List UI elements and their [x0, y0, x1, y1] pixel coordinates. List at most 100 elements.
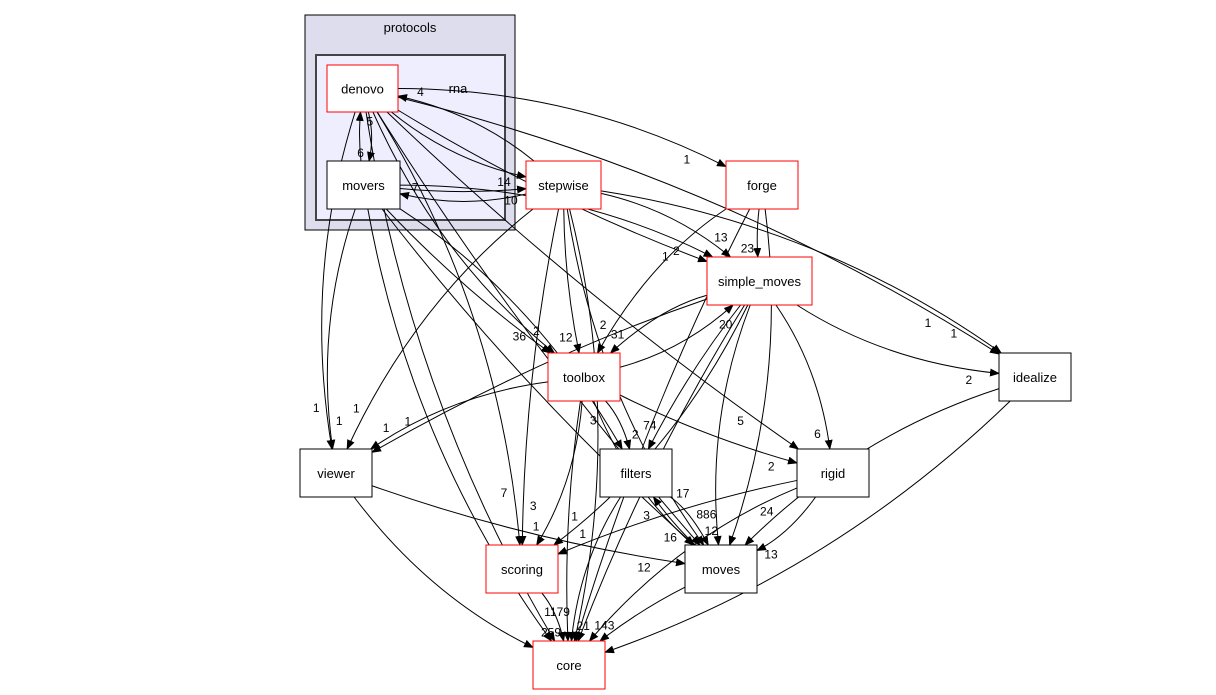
edge-rigid-to-scoring[interactable] — [557, 479, 798, 555]
node-forge[interactable]: forge — [725, 160, 799, 210]
node-box[interactable] — [684, 544, 758, 594]
edge-count-label[interactable]: 1 — [571, 509, 578, 523]
edge-count-label[interactable]: 31 — [611, 327, 625, 341]
edge-simple_moves-to-viewer[interactable] — [371, 298, 708, 453]
node-label[interactable]: core — [556, 658, 581, 673]
edge-simple_moves-to-filters[interactable] — [647, 304, 741, 450]
edge-stepwise-to-idealize[interactable] — [600, 190, 1003, 354]
edge-count-label[interactable]: 3 — [643, 508, 650, 522]
edge-denovo-to-movers[interactable] — [367, 111, 375, 162]
node-rigid[interactable]: rigid — [796, 448, 870, 498]
node-label[interactable]: scoring — [501, 562, 543, 577]
edge-count-label[interactable]: 21 — [577, 619, 591, 633]
edge-stepwise-to-simple_moves[interactable] — [600, 192, 732, 258]
edge-denovo-to-viewer[interactable] — [321, 111, 356, 450]
edge-count-label[interactable]: 6 — [357, 146, 364, 160]
edge-count-label[interactable]: 7 — [412, 180, 419, 194]
edge-toolbox-to-simple_moves[interactable] — [619, 304, 734, 368]
edge-count-label[interactable]: 13 — [764, 547, 778, 561]
node-label[interactable]: movers — [342, 178, 385, 193]
edge-count-label[interactable]: 5 — [367, 114, 374, 128]
node-core[interactable]: core — [532, 640, 606, 690]
edge-count-label[interactable]: 13 — [714, 231, 728, 245]
node-toolbox[interactable]: toolbox — [547, 352, 621, 402]
edge-count-label[interactable]: 1 — [579, 527, 586, 541]
edge-count-label[interactable]: 23 — [741, 242, 755, 256]
edge-count-label[interactable]: 6 — [814, 427, 821, 441]
edge-simple_moves-to-rigid[interactable] — [775, 304, 833, 450]
edge-count-label[interactable]: 1 — [950, 326, 957, 340]
node-label[interactable]: stepwise — [538, 178, 589, 193]
edge-forge-to-moves[interactable] — [728, 208, 772, 546]
edge-movers-to-viewer[interactable] — [326, 208, 356, 450]
edge-count-label[interactable]: 3 — [530, 499, 537, 513]
edge-forge-to-toolbox[interactable] — [596, 208, 727, 354]
node-box[interactable] — [796, 448, 870, 498]
edge-count-label[interactable]: 5 — [737, 414, 744, 428]
edge-count-label[interactable]: 12 — [637, 561, 651, 575]
edge-count-label[interactable]: 2 — [632, 427, 639, 441]
edge-idealize-to-core[interactable] — [604, 400, 1011, 654]
edge-movers-to-stepwise[interactable] — [399, 185, 527, 194]
edge-moves-to-filters[interactable] — [652, 496, 696, 546]
edge-count-label[interactable]: 16 — [664, 531, 678, 545]
edge-count-label[interactable]: 1 — [662, 250, 669, 264]
edge-denovo-to-scoring[interactable] — [376, 111, 524, 546]
edge-denovo-to-forge[interactable] — [397, 88, 727, 168]
edge-filters-to-core[interactable] — [568, 496, 621, 642]
edge-toolbox-to-rigid[interactable] — [619, 394, 798, 465]
node-label[interactable]: rigid — [821, 466, 846, 481]
edge-count-label[interactable]: 1 — [533, 520, 540, 534]
edge-denovo-to-idealize[interactable] — [397, 96, 1000, 355]
edge-toolbox-to-viewer[interactable] — [369, 381, 549, 450]
edge-count-label[interactable]: 12 — [705, 524, 719, 538]
node-label[interactable]: denovo — [341, 82, 384, 97]
node-label[interactable]: filters — [620, 466, 652, 481]
edge-idealize-to-moves[interactable] — [744, 388, 1000, 546]
edge-count-label[interactable]: 1 — [336, 414, 343, 428]
edge-count-label[interactable]: 1 — [353, 402, 360, 416]
edge-count-label[interactable]: 1179 — [544, 605, 570, 619]
edge-stepwise-to-viewer[interactable] — [346, 208, 534, 450]
edge-movers-to-toolbox[interactable] — [385, 208, 552, 354]
node-label[interactable]: forge — [747, 178, 777, 193]
edge-stepwise-to-toolbox[interactable] — [563, 208, 582, 354]
edge-count-label[interactable]: 17 — [676, 486, 690, 500]
node-box[interactable] — [725, 160, 799, 210]
edge-stepwise-to-scoring[interactable] — [518, 208, 560, 546]
edge-stepwise-to-movers[interactable] — [399, 191, 527, 202]
node-filters[interactable]: filters — [599, 448, 673, 498]
edge-simple_moves-to-scoring[interactable] — [553, 304, 749, 546]
edge-count-label[interactable]: 36 — [513, 329, 527, 343]
edge-count-label[interactable]: 12 — [559, 330, 573, 344]
edge-simple_moves-to-idealize[interactable] — [796, 304, 1000, 377]
edge-stepwise-to-denovo[interactable] — [397, 94, 535, 162]
edge-forge-to-simple_moves[interactable] — [753, 208, 762, 258]
edge-rigid-to-moves[interactable] — [756, 496, 817, 552]
edge-denovo-to-rigid[interactable] — [386, 111, 800, 450]
node-box[interactable] — [525, 160, 602, 210]
node-movers[interactable]: movers — [326, 160, 401, 210]
node-denovo[interactable]: denovo — [326, 64, 399, 113]
edge-count-label[interactable]: 2 — [533, 324, 540, 338]
edge-count-label[interactable]: 7 — [501, 486, 508, 500]
edge-count-label[interactable]: 2 — [673, 244, 680, 258]
node-simple_moves[interactable]: simple_moves — [706, 256, 813, 306]
edge-movers-to-filters[interactable] — [399, 208, 623, 450]
node-label[interactable]: simple_moves — [718, 274, 802, 289]
node-stepwise[interactable]: stepwise — [525, 160, 602, 210]
edge-stepwise-to-core[interactable] — [569, 208, 599, 642]
edge-movers-to-denovo[interactable] — [355, 111, 364, 162]
edge-count-label[interactable]: 10 — [504, 193, 518, 207]
edge-scoring-to-core[interactable] — [541, 592, 566, 642]
edge-count-label[interactable]: 3 — [590, 414, 597, 428]
edge-viewer-to-moves[interactable] — [371, 485, 686, 567]
edge-count-label[interactable]: 1 — [405, 414, 412, 428]
edge-count-label[interactable]: 2 — [768, 459, 775, 473]
edge-count-label[interactable]: 24 — [760, 505, 774, 519]
node-label[interactable]: viewer — [317, 466, 355, 481]
node-label[interactable]: toolbox — [563, 370, 605, 385]
edge-moves-to-core[interactable] — [599, 586, 686, 642]
edge-count-label[interactable]: 14 — [497, 175, 511, 189]
edge-count-label[interactable]: 74 — [643, 419, 657, 433]
